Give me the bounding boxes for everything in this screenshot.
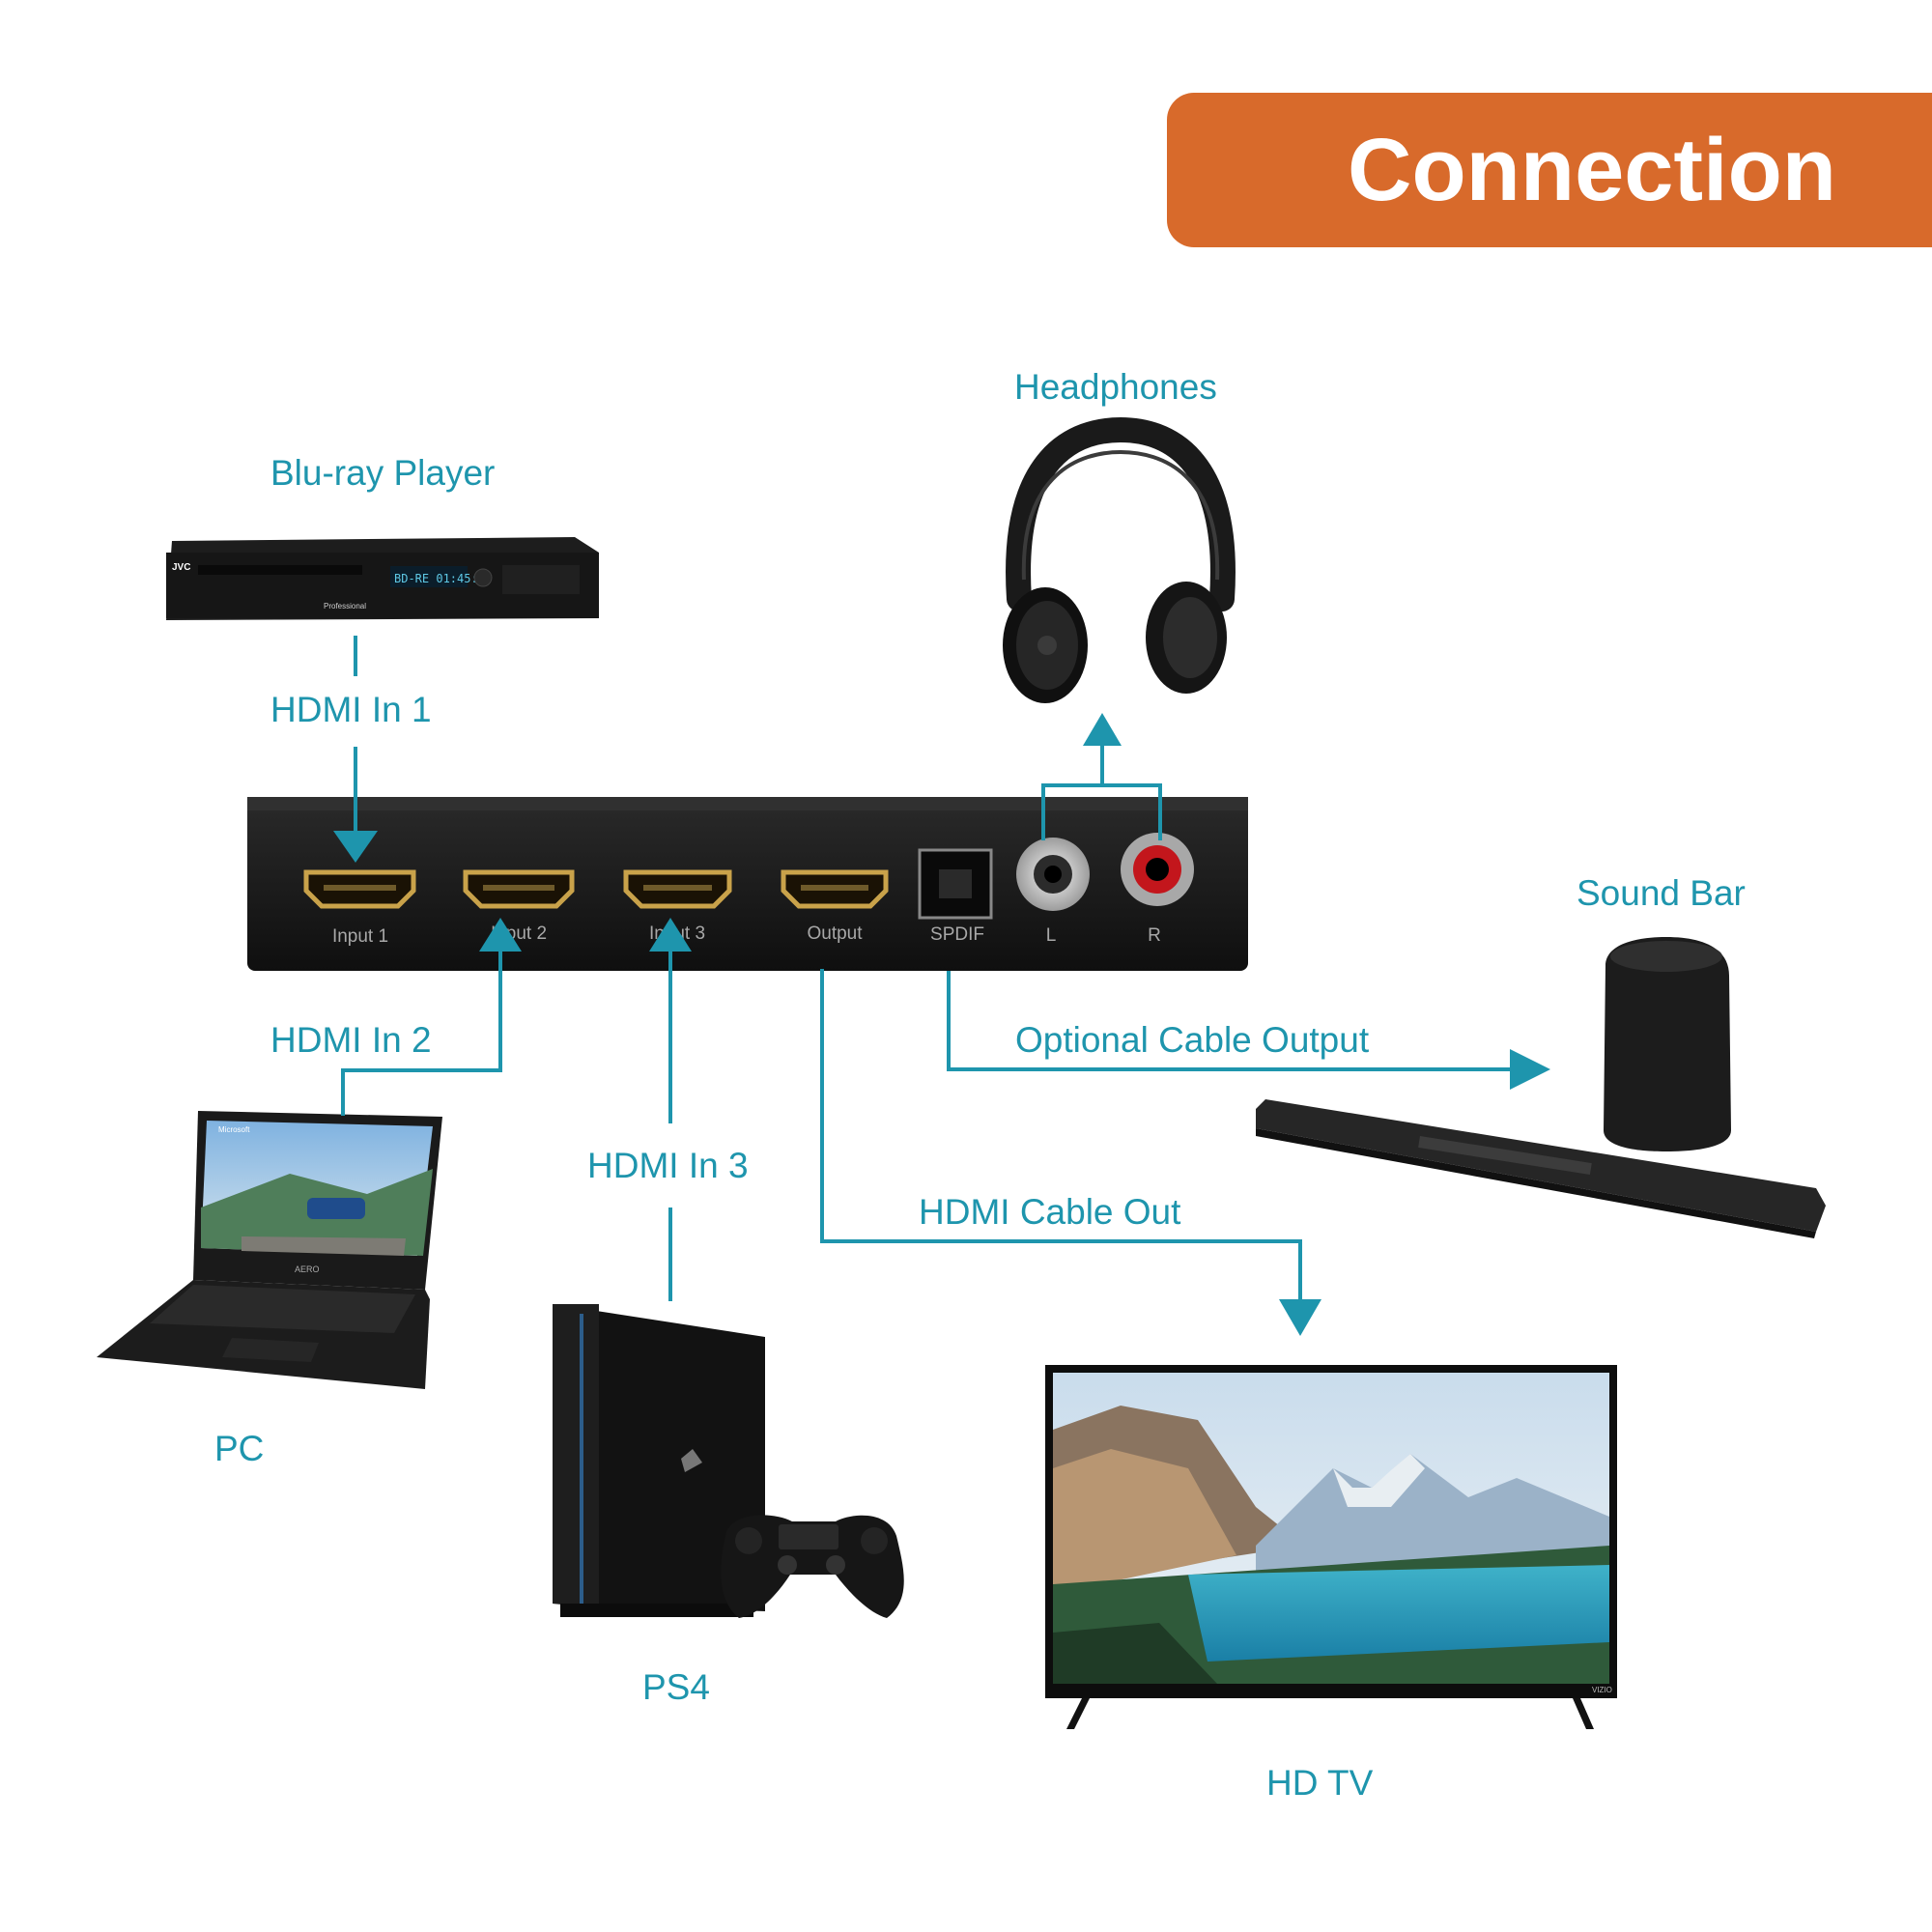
line-hdmi-in-3	[649, 918, 692, 1301]
ps4-console	[553, 1304, 904, 1618]
line-hdmi-in-1	[333, 636, 378, 863]
port-label-spdif: SPDIF	[930, 924, 984, 945]
title-banner: Connection	[1167, 93, 1932, 247]
label-sound-bar: Sound Bar	[1577, 873, 1746, 913]
label-optional-cable-output: Optional Cable Output	[1015, 1020, 1370, 1060]
laptop: Microsoft AERO	[97, 1111, 442, 1389]
hdmi-port-input-3	[623, 869, 732, 909]
rca-port-left	[1016, 838, 1090, 911]
label-hd-tv: HD TV	[1266, 1763, 1374, 1803]
port-label-output: Output	[807, 923, 863, 944]
laptop-screen-logo: Microsoft	[218, 1125, 250, 1134]
bluray-badge: Professional	[324, 602, 366, 611]
line-headphones	[1041, 713, 1162, 840]
label-hdmi-in-1: HDMI In 1	[270, 690, 432, 729]
port-label-input-1: Input 1	[332, 926, 388, 947]
line-hdmi-out	[820, 969, 1321, 1336]
bluray-brand: JVC	[172, 562, 190, 573]
label-hdmi-in-2: HDMI In 2	[270, 1020, 432, 1060]
port-label-right: R	[1148, 925, 1161, 946]
line-optical-out	[947, 971, 1550, 1090]
tv-brand: VIZIO	[1592, 1686, 1612, 1694]
hdmi-switch: Input 1 Input 2 Input 3 Output SPDIF L R	[247, 797, 1248, 971]
hdmi-port-input-1	[303, 869, 416, 909]
connection-lines	[333, 636, 1550, 1336]
hdmi-port-output	[781, 869, 889, 909]
port-label-left: L	[1046, 925, 1057, 946]
rca-port-right	[1121, 833, 1194, 906]
line-hdmi-in-2	[341, 918, 522, 1116]
label-ps4: PS4	[642, 1667, 710, 1707]
hdmi-port-input-2	[463, 869, 575, 909]
bluray-player: BD-RE 01:45:28 JVC Professional	[166, 537, 599, 620]
label-bluray-player: Blu-ray Player	[270, 453, 496, 493]
headphones	[1003, 416, 1236, 703]
hd-tv: VIZIO	[1045, 1365, 1617, 1729]
sound-bar	[1256, 937, 1826, 1238]
spdif-port	[918, 848, 993, 920]
bluray-display: BD-RE 01:45:28	[394, 572, 492, 585]
banner-title: Connection	[1348, 121, 1836, 219]
label-hdmi-in-3: HDMI In 3	[587, 1146, 749, 1185]
label-headphones: Headphones	[1014, 367, 1217, 407]
laptop-brand: AERO	[295, 1264, 320, 1274]
label-pc: PC	[214, 1429, 265, 1468]
label-hdmi-cable-out: HDMI Cable Out	[919, 1192, 1181, 1232]
